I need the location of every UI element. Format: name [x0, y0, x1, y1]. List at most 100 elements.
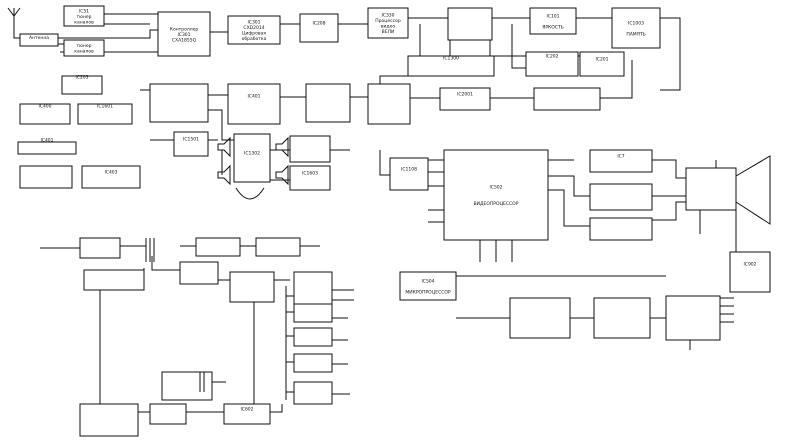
blocks: АнтеннаIC51тюнерканаловтюнерканаловКонтр…	[17, 5, 771, 437]
block-label: IC201	[595, 56, 608, 62]
block-label: IC602	[240, 406, 253, 412]
block-ic1501: IC1501	[173, 131, 209, 157]
block-frame	[149, 83, 209, 123]
block-ic5b	[19, 165, 73, 189]
block-ic1300: IC1300	[407, 55, 495, 77]
block-frame	[447, 7, 493, 41]
block-frame	[227, 83, 281, 125]
block-frame	[529, 7, 577, 35]
block-ic401: IC401	[17, 138, 77, 155]
block-label: IC401	[40, 138, 53, 144]
block-ic1603: IC1603	[289, 165, 331, 191]
block-ps-bot1	[79, 403, 139, 437]
block-ic1108: IC1108	[389, 157, 429, 191]
block-label: IC1300	[443, 56, 459, 62]
block-label: IC902	[743, 262, 756, 268]
block-ps-out3	[293, 327, 333, 347]
block-ic1302: IC1302	[233, 133, 271, 183]
block-frame	[63, 39, 105, 57]
block-frame	[77, 103, 133, 125]
block-ic400: IC400	[19, 103, 71, 125]
block-label: обработка	[242, 36, 267, 42]
block-crt-drive: IC902	[729, 251, 771, 293]
block-mux	[149, 83, 209, 123]
block-frame	[195, 237, 241, 257]
block-label: IC208	[312, 20, 325, 26]
block-frame	[173, 131, 209, 157]
headphone-icon	[235, 187, 265, 200]
block-label: ВИДЕОПРОЦЕССОР	[474, 201, 519, 207]
block-ic2001: IC2001	[439, 87, 491, 111]
block-frame	[255, 237, 301, 257]
block-frame	[305, 83, 351, 123]
block-ps-src	[83, 269, 145, 291]
block-label: Антенна	[29, 35, 49, 41]
block-frame	[233, 133, 271, 183]
block-label: IC1003	[628, 20, 644, 26]
block-frame	[293, 271, 333, 305]
block-label: IC502	[489, 185, 502, 191]
block-ic1501b	[289, 135, 331, 163]
block-b208: IC208	[299, 13, 339, 43]
block-ps-out5	[293, 381, 333, 405]
block-ic201: IC201	[579, 51, 625, 77]
block-label: тюнер	[77, 15, 92, 20]
block-frame	[729, 251, 771, 293]
block-ps-main	[229, 271, 275, 303]
block-frame	[227, 15, 281, 45]
block-ic301-proc	[367, 83, 411, 125]
block-frame	[611, 7, 661, 49]
block-ic2002	[533, 87, 601, 111]
block-frame	[83, 269, 145, 291]
block-frame	[229, 271, 275, 303]
block-label: IC202	[545, 54, 558, 60]
block-frame	[439, 87, 491, 111]
block-frame	[293, 353, 333, 373]
block-frame	[293, 303, 333, 323]
block-ic-video	[589, 183, 653, 211]
block-def2	[593, 297, 651, 339]
block-label: ЯРКОСТЬ	[542, 24, 564, 30]
block-def3	[665, 295, 721, 341]
block-frame	[399, 271, 457, 301]
block-ps-bot3: IC602	[223, 403, 271, 425]
block-frame	[157, 11, 211, 57]
block-frame	[19, 33, 59, 47]
transformer-icon	[145, 238, 205, 392]
block-frame	[149, 403, 187, 425]
block-frame	[61, 75, 103, 95]
block-def1	[509, 297, 571, 339]
block-frame	[17, 141, 77, 155]
block-frame	[509, 297, 571, 339]
block-frame	[593, 297, 651, 339]
block-label: каналов	[74, 20, 94, 25]
block-label: IC400	[38, 104, 51, 110]
block-frame	[19, 165, 73, 189]
block-ic7: IC7	[589, 149, 653, 173]
block-frame	[443, 149, 549, 241]
block-label: IC1501	[183, 136, 199, 142]
block-frame	[367, 83, 411, 125]
block-frame	[665, 295, 721, 341]
block-label: IC504	[421, 278, 434, 284]
block-label: IC101	[546, 13, 559, 19]
block-label: Цифровая	[242, 31, 266, 37]
block-label: IC7	[617, 153, 624, 159]
block-ic403: IC403	[81, 165, 141, 189]
block-label: IC401	[247, 94, 260, 100]
block-video-cnt: IC401	[227, 83, 281, 125]
block-frame	[289, 165, 331, 191]
block-frame	[525, 51, 579, 77]
block-ps-out4	[293, 353, 333, 373]
block-ps-sync	[179, 261, 219, 285]
block-label: IC1302	[244, 150, 260, 156]
